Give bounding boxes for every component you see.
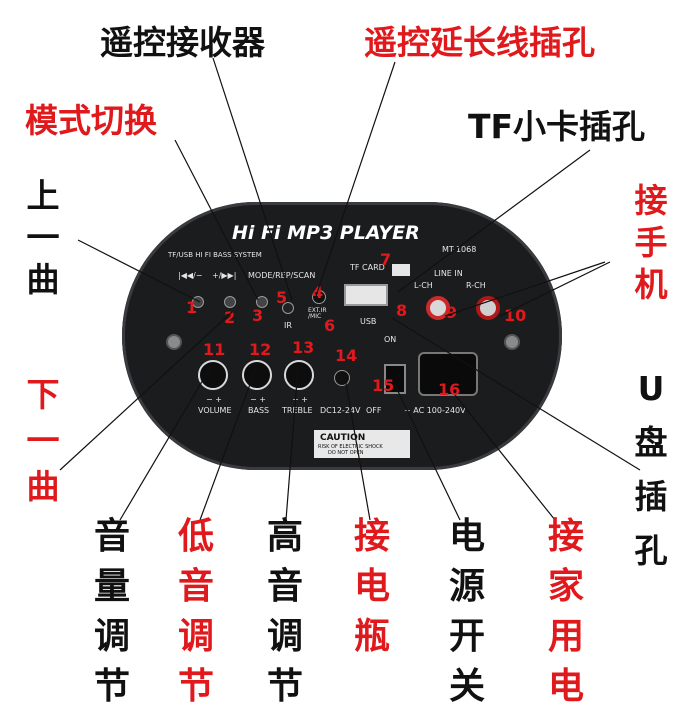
label-volume: 音量调节 [94, 516, 131, 707]
line-tf [397, 149, 591, 293]
line-battery [343, 371, 371, 521]
label-remote-receiver: 遥控接收器 [100, 23, 265, 62]
label-usb-disk: U盘插孔 [634, 369, 668, 570]
board-model: MT-1068 [442, 245, 477, 254]
screw-left [166, 334, 182, 350]
next-button[interactable] [224, 296, 236, 308]
line-phone [499, 261, 611, 317]
marker-14: 14 [335, 346, 358, 365]
line-next [59, 311, 233, 471]
line-volume [119, 367, 211, 521]
treble-text: TREBLE [282, 406, 313, 415]
off-text: OFF [366, 406, 382, 415]
marker-2: 2 [224, 308, 236, 327]
label-bass: 低音调节 [178, 516, 215, 707]
tf-card-text: TF CARD [350, 263, 385, 272]
lch-text: L-CH [414, 281, 433, 290]
marker-6: 6 [324, 316, 336, 335]
ir-text: IR [284, 321, 292, 330]
marker-7: 7 [380, 250, 392, 269]
volume-knob[interactable] [198, 360, 228, 390]
mode-button[interactable] [256, 296, 268, 308]
marker-5: 5 [276, 288, 288, 307]
rch-text: R-CH [466, 281, 486, 290]
ir-receiver [282, 302, 294, 314]
usb-text: USB [360, 317, 377, 326]
caution-label: CAUTION RISK OF ELECTRIC SHOCK DO NOT OP… [314, 430, 410, 458]
ext-ir-jack[interactable] [312, 290, 326, 304]
label-battery: 接电瓶 [354, 516, 391, 657]
board-subtitle: TF/USB HI FI BASS SYSTEM [168, 251, 262, 259]
marker-8: 8 [396, 301, 408, 320]
ext-ir-text: EXT.IR /MIC [308, 307, 327, 320]
line-mains [454, 394, 556, 521]
line-prev [77, 239, 201, 303]
ac-text: ~ AC 100-240V [404, 406, 466, 415]
label-prev-track: 上一曲 [26, 176, 60, 299]
rca-right[interactable] [476, 296, 500, 320]
board-title: Hi Fi MP3 PLAYER [232, 222, 420, 244]
caution-text: CAUTION [320, 433, 366, 443]
marker-15: 15 [372, 376, 395, 395]
line-phone-l [444, 261, 606, 317]
bass-knob[interactable] [242, 360, 272, 390]
line-remote-ext [315, 61, 396, 297]
line-bass [199, 367, 257, 521]
line-treble [285, 367, 299, 521]
next-symbol: +/▶▶| [212, 271, 237, 280]
marker-3: 3 [252, 306, 264, 325]
label-phone: 接手机 [634, 181, 668, 304]
bass-pm: − + [250, 395, 266, 404]
on-text: ON [384, 335, 397, 344]
marker-1: 1 [186, 298, 198, 317]
caution-sub2: DO NOT OPEN [328, 450, 364, 456]
line-mode [174, 139, 259, 301]
label-next-track: 下一曲 [26, 375, 60, 506]
volume-text: VOLUME [198, 406, 232, 415]
marker-9: 9 [446, 303, 458, 322]
label-remote-ext: 遥控延长线插孔 [364, 23, 595, 62]
volume-pm: − + [206, 395, 222, 404]
marker-11: 11 [203, 340, 226, 359]
screw-right [504, 334, 520, 350]
label-power-switch: 电源开关 [449, 516, 486, 707]
prev-symbol: |◀◀/− [178, 271, 203, 280]
usb-port[interactable] [344, 284, 388, 306]
mode-text: MODE/REP/SCAN [248, 271, 316, 280]
line-remote-receiver [212, 57, 293, 301]
label-mode-switch: 模式切换 [25, 101, 157, 140]
power-switch[interactable] [384, 364, 406, 394]
amplifier-board: Hi Fi MP3 PLAYER TF/USB HI FI BASS SYSTE… [122, 202, 562, 470]
bass-text: BASS [248, 406, 270, 415]
label-mains: 接家用电 [548, 516, 585, 707]
dc-text: DC12-24V [320, 406, 361, 415]
treble-knob[interactable] [284, 360, 314, 390]
label-tf-card: TF小卡插孔 [468, 107, 646, 146]
line-in-text: LINE IN [434, 269, 463, 278]
label-treble: 高音调节 [267, 516, 304, 707]
marker-16: 16 [438, 380, 461, 399]
marker-12: 12 [249, 340, 272, 359]
caution-sub1: RISK OF ELECTRIC SHOCK [318, 444, 383, 450]
tf-card-slot[interactable] [392, 264, 410, 276]
treble-pm: − + [292, 395, 308, 404]
line-usb [391, 317, 641, 471]
line-power [394, 384, 461, 521]
marker-13: 13 [292, 338, 315, 357]
